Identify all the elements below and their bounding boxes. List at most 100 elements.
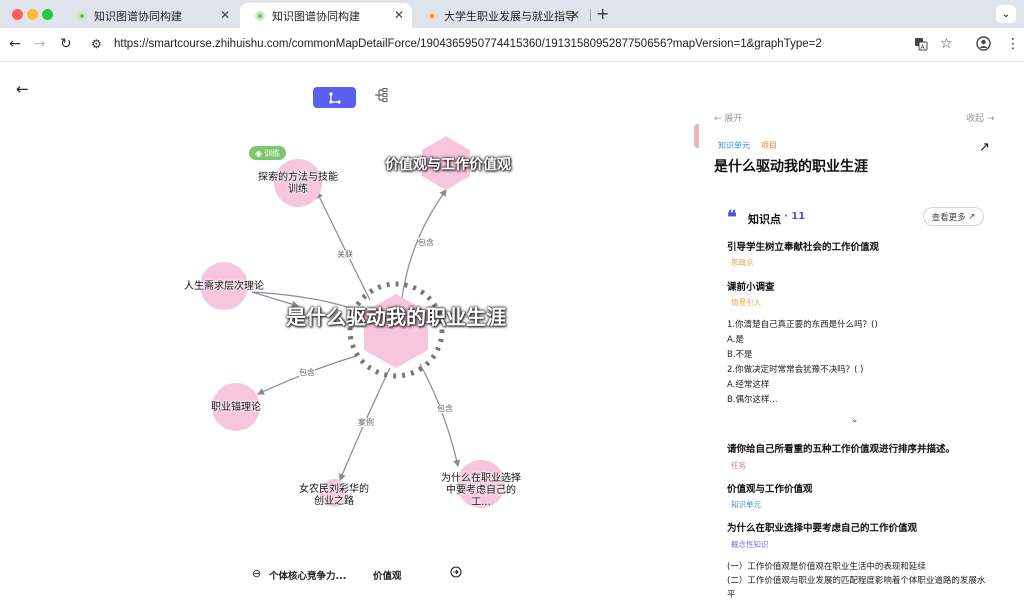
zoom-window-button[interactable]: [42, 9, 53, 20]
kp-section-title: 知识点: [748, 213, 781, 226]
panel-title: 是什么驱动我的职业生涯: [714, 159, 868, 175]
survey-line: A.是: [727, 335, 744, 345]
page-back-icon[interactable]: ←: [16, 80, 29, 98]
node-why-circle[interactable]: [457, 460, 505, 508]
close-tab-icon[interactable]: ✕: [569, 8, 580, 22]
tab-bar: 知识图谱协同构建 ✕ 知识图谱协同构建 ✕ 大学生职业发展与就业指导 ✕ + ⌄: [0, 0, 1024, 28]
browser-toolbar: ← → ↻ ⚙ https://smartcourse.zhihuishu.co…: [0, 28, 1024, 62]
site-info-icon[interactable]: ⚙: [91, 37, 102, 51]
edge-label-explore: 关联: [337, 250, 353, 259]
bookmark-star-icon[interactable]: ☆: [940, 36, 953, 52]
close-window-button[interactable]: [12, 9, 23, 20]
site-favicon-icon: [426, 10, 438, 22]
content-line: 平: [727, 590, 736, 600]
edge-maslow: [251, 291, 363, 313]
node-story-circle[interactable]: [320, 479, 348, 507]
edge-explore: [316, 190, 371, 301]
survey-line: 1.你清楚自己真正要的东西是什么吗？(): [727, 320, 878, 330]
kp-item-tag: 思政点: [731, 258, 754, 267]
tab-1[interactable]: 知识图谱协同构建 ✕: [62, 3, 238, 28]
expand-label: 展开: [724, 114, 743, 124]
survey-line: B.偶尔这样...: [727, 395, 778, 405]
open-external-icon[interactable]: ↗: [979, 140, 990, 155]
expand-chevron-icon[interactable]: ⌄: [851, 415, 859, 425]
site-favicon-icon: [76, 10, 88, 22]
graph-view-icon: [328, 91, 341, 104]
profile-avatar-icon[interactable]: [976, 36, 991, 55]
minimize-window-button[interactable]: [27, 9, 38, 20]
tree-view-icon[interactable]: [374, 88, 388, 106]
svg-text:A: A: [921, 44, 926, 51]
node-anchor-label[interactable]: 职业锚理论: [211, 402, 261, 413]
expand-button[interactable]: ← 展开: [714, 114, 743, 124]
prev-node-icon[interactable]: ⊖: [252, 567, 262, 580]
node-why-label[interactable]: 为什么在职业选择中要考虑自己的工...: [441, 473, 521, 508]
prev-node-label[interactable]: 个体核心竞争力...: [269, 571, 347, 582]
node-explore-label[interactable]: 探索的方法与技能训练: [258, 172, 338, 195]
edge-label-story: 案例: [358, 418, 374, 427]
node-maslow-circle[interactable]: [200, 262, 248, 310]
node-maslow-label[interactable]: 人生需求层次理论: [184, 281, 264, 292]
survey-line: B.不是: [727, 350, 753, 360]
node-top-hexagon[interactable]: [422, 136, 470, 190]
translate-icon[interactable]: A: [914, 37, 928, 55]
browser-menu-icon[interactable]: ⋮: [1006, 36, 1020, 52]
tab-separator: [590, 9, 591, 21]
close-tab-icon[interactable]: ✕: [393, 8, 404, 22]
kp-item-tag: 任务: [731, 461, 746, 470]
tag-knowledge-unit: 知识单元: [718, 141, 750, 150]
tab-2[interactable]: 知识图谱协同构建 ✕: [240, 3, 412, 28]
next-node-icon[interactable]: [450, 566, 462, 581]
forward-nav-icon[interactable]: →: [34, 36, 46, 52]
tab-title: 知识图谱协同构建: [272, 9, 360, 23]
graph-view-button[interactable]: [313, 87, 356, 108]
kp-item-title[interactable]: 价值观与工作价值观: [727, 484, 813, 495]
content-line: (一）工作价值观是价值观在职业生活中的表现和延续: [727, 562, 926, 572]
close-tab-icon[interactable]: ✕: [219, 8, 230, 22]
kp-count: · 11: [784, 211, 806, 222]
reload-icon[interactable]: ↻: [60, 36, 72, 52]
top-node-label[interactable]: 价值观与工作价值观: [385, 157, 511, 173]
back-nav-icon[interactable]: ←: [9, 36, 21, 52]
center-dotted-ring: [347, 281, 445, 379]
knowledge-graph-canvas[interactable]: [0, 0, 690, 600]
edge-label-top: 包含: [418, 238, 434, 247]
node-explore-circle[interactable]: [274, 159, 322, 207]
survey-line: 2.你做决定时常常会犹豫不决吗？( ): [727, 365, 864, 375]
collapse-button[interactable]: 收起 →: [966, 114, 995, 124]
collapse-label: 收起: [966, 114, 985, 124]
see-more-button[interactable]: 查看更多 ↗: [923, 207, 984, 226]
edge-label-anchor: 包含: [299, 368, 315, 377]
center-hexagon[interactable]: [364, 294, 428, 368]
tag-project: 项目: [761, 141, 777, 150]
training-badge: ◉训练: [249, 146, 286, 160]
node-anchor-circle[interactable]: [212, 383, 260, 431]
kp-item-title[interactable]: 课前小调查: [727, 282, 775, 293]
training-badge-label: 训练: [263, 148, 280, 158]
site-favicon-icon: [254, 10, 266, 22]
kp-item-title[interactable]: 引导学生树立奉献社会的工作价值观: [727, 242, 880, 253]
kp-item-title[interactable]: 为什么在职业选择中要考虑自己的工作价值观: [727, 523, 918, 534]
node-story-label[interactable]: 女农民刘彩华的创业之路: [299, 484, 369, 507]
content-line: (二）工作价值观与职业发展的匹配程度影响着个体职业道路的发展水: [727, 576, 986, 586]
kp-item-tag: 知识单元: [731, 500, 761, 509]
kp-count-value: 11: [791, 211, 806, 222]
tab-title: 知识图谱协同构建: [94, 9, 182, 23]
current-node-label: 价值观: [373, 571, 402, 582]
survey-line: A.经常这样: [727, 380, 770, 390]
edge-top: [401, 189, 447, 299]
tab-3[interactable]: 大学生职业发展与就业指导 ✕: [412, 3, 588, 28]
panel-side-tab[interactable]: [694, 124, 699, 148]
tab-search-chevron-icon[interactable]: ⌄: [996, 5, 1016, 23]
edge-why: [419, 363, 461, 468]
quote-icon: ❝: [727, 207, 737, 228]
kp-item-title[interactable]: 请你给自己所看重的五种工作价值观进行排序并描述。: [727, 444, 956, 455]
address-bar[interactable]: https://smartcourse.zhihuishu.com/common…: [114, 38, 822, 50]
kp-item-tag: 情景引入: [731, 298, 761, 307]
tab-title: 大学生职业发展与就业指导: [444, 9, 576, 23]
see-more-label: 查看更多: [931, 212, 966, 223]
kp-item-tag: 概念性知识: [731, 540, 769, 549]
edge-label-why: 包含: [437, 404, 453, 413]
new-tab-button[interactable]: +: [596, 4, 610, 23]
center-node-label[interactable]: 是什么驱动我的职业生涯: [286, 305, 506, 329]
